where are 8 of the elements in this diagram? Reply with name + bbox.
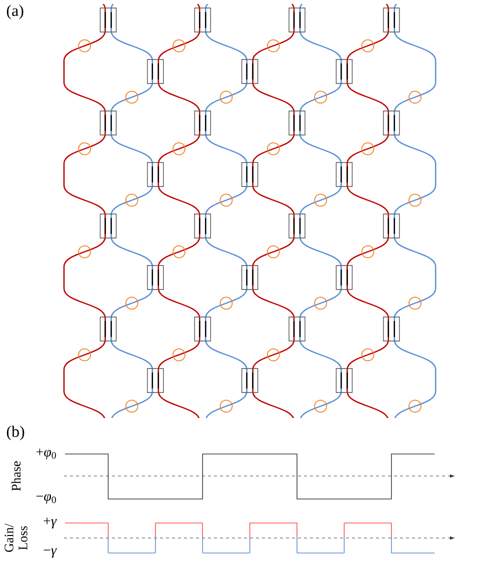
tick-label: +φ$_{0}$ xyxy=(36,448,56,460)
panel-label: (b) xyxy=(6,426,24,440)
tick-label: +γ xyxy=(44,518,57,528)
axis-label: Phase xyxy=(11,461,21,491)
panel-label: (a) xyxy=(6,4,24,20)
tick-label: −γ xyxy=(44,548,57,558)
axis-label: Gain/ Loss xyxy=(4,524,28,552)
tick-label: −φ$_{0}$ xyxy=(36,494,56,504)
